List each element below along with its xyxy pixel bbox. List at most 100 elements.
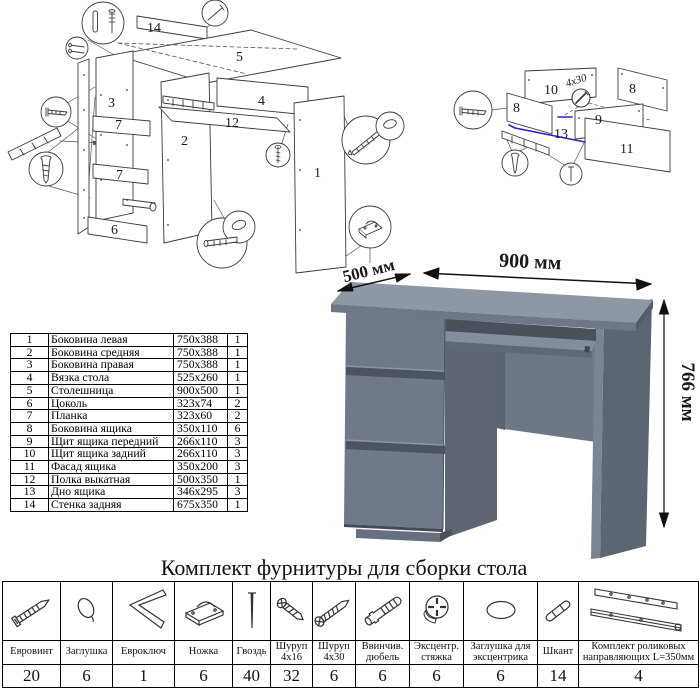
drawer-exploded-diagram: 10 8 8 9 13 11 4x30: [453, 67, 671, 186]
parts-qty: 1: [227, 358, 248, 373]
parts-name: Боковина правая: [48, 358, 174, 373]
hardware-name: Шуруп 4х16: [270, 640, 313, 665]
parts-num: 2: [10, 345, 49, 360]
part-label-8b: 8: [513, 101, 520, 116]
hardware-name: Евровинт: [2, 640, 61, 665]
parts-size: 500x350: [173, 472, 228, 487]
part-label-7a: 7: [115, 118, 122, 133]
parts-name: Боковина средняя: [48, 345, 174, 360]
hardware-name: Ввинчив. дюбель: [355, 640, 410, 665]
parts-qty: 3: [227, 485, 248, 500]
hardware-name: Ножка: [174, 640, 233, 665]
hardware-kit-title: Комплект фурнитуры для сборки стола: [160, 555, 528, 580]
parts-size: 675x350: [173, 498, 228, 512]
hardware-qty: 6: [60, 664, 113, 688]
part-label-2: 2: [181, 134, 188, 149]
screw-4x30-icon: [314, 599, 350, 627]
hardware-qty: 6: [312, 664, 356, 688]
parts-size: 750x388: [173, 333, 228, 347]
part-label-12: 12: [225, 116, 239, 131]
hardware-qty: 6: [355, 664, 410, 688]
parts-name: Вязка стола: [48, 371, 174, 385]
parts-qty: 6: [227, 421, 248, 436]
nail-icon: [247, 592, 256, 629]
part-label-5: 5: [236, 50, 243, 65]
parts-num: 5: [10, 383, 49, 398]
parts-num: 10: [10, 447, 49, 462]
part-label-3: 3: [108, 96, 115, 111]
parts-name: Полка выкатная: [48, 472, 174, 487]
cam-cap-icon: [485, 600, 516, 620]
parts-qty: 3: [227, 460, 248, 474]
parts-name: Цоколь: [48, 396, 174, 411]
parts-num: 7: [10, 409, 49, 423]
desk-render: [331, 282, 653, 559]
parts-name: Щит ящика задний: [48, 447, 174, 462]
parts-name: Фасад ящика: [48, 460, 174, 474]
dimension-depth-label: 500 мм: [341, 255, 397, 286]
parts-qty: 1: [227, 345, 248, 360]
parts-num: 14: [10, 498, 49, 512]
parts-name: Боковина левая: [48, 333, 174, 347]
hardware-name: Шуруп 4х30: [312, 640, 356, 665]
hardware-icons-row: [2, 581, 699, 641]
cam-lock-icon: [422, 595, 449, 624]
parts-size: 346x295: [173, 485, 228, 500]
parts-num: 13: [10, 485, 49, 500]
parts-qty: 3: [227, 447, 248, 462]
hardware-name: Комплект роликовых направляющих L=350мм: [578, 640, 699, 665]
dimension-width-label: 900 мм: [499, 250, 562, 275]
parts-qty: 1: [227, 383, 248, 398]
hardware-name: Гвоздь: [232, 640, 271, 665]
parts-num: 11: [10, 460, 49, 474]
parts-size: 900x500: [173, 383, 228, 398]
parts-size: 350x200: [173, 460, 228, 474]
hardware-names-row: Евровинт Заглушка Евроключ Ножка Гвоздь …: [2, 640, 699, 665]
parts-name: Стенка задняя: [48, 498, 174, 512]
hardware-kit-table: Евровинт Заглушка Евроключ Ножка Гвоздь …: [2, 581, 699, 688]
threaded-dowel-icon: [364, 596, 401, 626]
parts-qty: 1: [227, 333, 248, 347]
part-label-11: 11: [620, 142, 633, 157]
parts-size: 750x388: [173, 358, 228, 373]
cap-icon: [77, 597, 94, 623]
parts-qty: 1: [227, 498, 248, 512]
part-label-9: 9: [595, 113, 602, 128]
parts-num: 12: [10, 472, 49, 487]
parts-qty: 2: [227, 396, 248, 411]
parts-name: Столешница: [48, 383, 174, 398]
euro-screw-icon: [10, 599, 50, 628]
parts-size: 350x110: [173, 421, 228, 436]
hardware-qty: 32: [270, 664, 313, 688]
parts-qty: 2: [227, 409, 248, 423]
hardware-qty: 4: [578, 664, 699, 688]
part-label-6: 6: [111, 223, 118, 238]
part-label-13: 13: [554, 127, 568, 142]
parts-name: Планка: [48, 409, 174, 423]
hardware-qty: 14: [537, 664, 579, 688]
parts-size: 525x260: [173, 371, 228, 385]
parts-name: Дно ящика: [48, 485, 174, 500]
part-label-8a: 8: [629, 82, 636, 97]
hardware-qty-row: 20 6 1 6 40 32 6 6 6 6 14 4: [2, 664, 699, 688]
part-label-1: 1: [314, 166, 321, 181]
parts-size: 266x110: [173, 447, 228, 462]
drawer-slides-icon: [589, 588, 682, 632]
parts-num: 8: [10, 421, 49, 436]
parts-num: 3: [10, 358, 49, 373]
